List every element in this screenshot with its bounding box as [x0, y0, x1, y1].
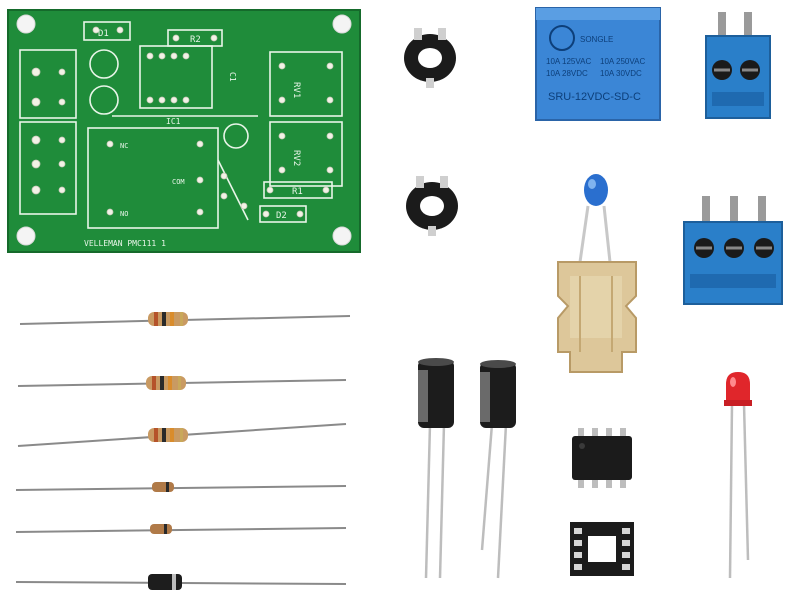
- mounting-hole: [16, 226, 36, 246]
- relay-line-3: 10A 250VAC: [600, 57, 645, 66]
- electrolytic-capacitor: [480, 360, 516, 579]
- pcb-label-no: NO: [120, 210, 128, 218]
- pcb-label-d1: D1: [98, 29, 109, 39]
- pcb-label-rv2: RV2: [291, 150, 301, 166]
- rectifier-diode: [15, 574, 347, 590]
- resistor: [19, 312, 351, 326]
- relay: SONGLE 10A 125VAC 10A 28VDC 10A 250VAC 1…: [535, 7, 661, 121]
- pcb-label-d2: D2: [276, 211, 287, 221]
- relay-brand: SONGLE: [580, 35, 613, 44]
- pcb-designation: VELLEMAN PMC111 1: [84, 239, 166, 248]
- mounting-hole: [332, 226, 352, 246]
- ic-socket-dip8: [570, 522, 634, 576]
- terminal-block-3pin: [683, 196, 783, 305]
- pcb-label-rv1: RV1: [291, 82, 301, 98]
- resistor: [17, 423, 347, 447]
- mounting-hole: [16, 14, 36, 34]
- trimmer-potentiometer: [404, 28, 456, 88]
- wooden-spacer-block: [557, 261, 637, 373]
- mounting-hole: [332, 14, 352, 34]
- terminal-block-2pin: [705, 12, 771, 119]
- relay-line-1: 10A 125VAC: [546, 57, 591, 66]
- pcb-label-ic1: IC1: [166, 117, 181, 126]
- pcb-board: D1 R2 RV1 RV2 R1 D2 IC1 C1 NC COM NO VEL…: [7, 9, 361, 253]
- resistor: [17, 376, 347, 390]
- relay-logo-icon: [549, 25, 575, 51]
- relay-line-2: 10A 28VDC: [546, 69, 588, 78]
- pcb-label-nc: NC: [120, 142, 128, 150]
- electrolytic-capacitor: [418, 358, 454, 579]
- small-diode: [15, 524, 347, 534]
- red-led: [724, 372, 752, 579]
- pcb-label-c1: C1: [228, 72, 237, 82]
- small-diode: [15, 482, 347, 492]
- relay-line-4: 10A 30VDC: [600, 69, 642, 78]
- relay-model: SRU-12VDC-SD-C: [548, 91, 641, 103]
- pcb-label-r2: R2: [190, 35, 201, 45]
- trimmer-potentiometer: [406, 176, 458, 236]
- pcb-label-com: COM: [172, 178, 185, 186]
- ic-chip-dip8: [572, 428, 632, 488]
- pcb-label-r1: R1: [292, 187, 303, 197]
- photoresistor: [578, 174, 612, 263]
